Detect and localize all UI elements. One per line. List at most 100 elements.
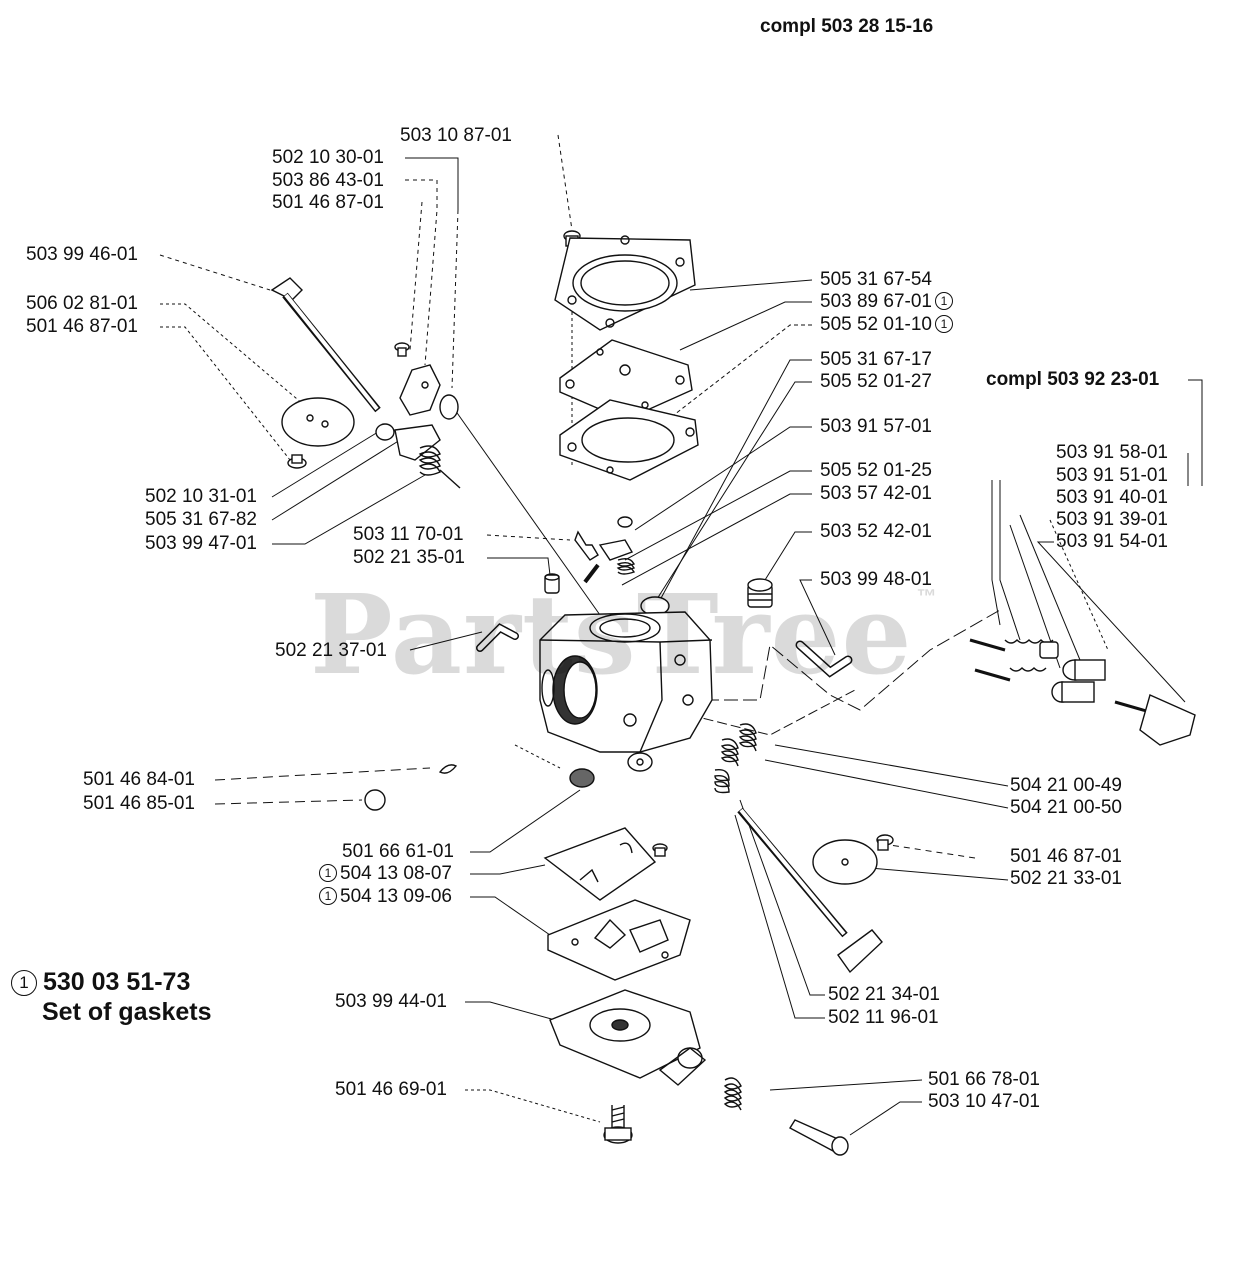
leader-503-57-42-01 xyxy=(621,493,812,586)
part-label-504-21-00-50: 504 21 00-50 xyxy=(1010,797,1122,818)
part-label-501-66-61-01: 501 66 61-01 xyxy=(342,841,454,862)
part-label-505-31-67-54: 505 31 67-54 xyxy=(820,269,932,290)
part-label-502-21-34-01: 502 21 34-01 xyxy=(828,984,940,1005)
leader-502-10-30-01-b xyxy=(451,209,459,389)
adjust-line-2 xyxy=(689,689,856,736)
part-label-503-10-47-01: 503 10 47-01 xyxy=(928,1091,1040,1112)
part-label-506-02-81-01: 506 02 81-01 xyxy=(26,293,138,314)
carburetor-body xyxy=(539,611,713,753)
part-label-502-10-31-01: 502 10 31-01 xyxy=(145,486,257,507)
leader-501-46-84-01-b xyxy=(514,744,561,769)
part-label-501-46-87-01-left: 501 46 87-01 xyxy=(26,316,138,337)
screw-501-46-87-01-right xyxy=(876,834,894,851)
leader-501-66-61-01 xyxy=(470,789,581,853)
part-label-502-21-37-01: 502 21 37-01 xyxy=(275,640,387,661)
part-label-503-91-39-01: 503 91 39-01 xyxy=(1056,509,1168,530)
compl-503-92-23-01-bracket xyxy=(1188,379,1203,486)
gasket-set-marker: 1 xyxy=(11,970,37,996)
leader-505-52-01-27 xyxy=(649,381,812,611)
leader-501-46-87-01-left xyxy=(160,326,291,461)
leader-501-66-78-01 xyxy=(769,1079,923,1091)
leader-502-10-31-01 xyxy=(271,431,379,498)
metering-diaphragm xyxy=(547,899,691,981)
leader-505-31-67-17 xyxy=(659,359,812,601)
gasket-set-marker: 1 xyxy=(319,864,337,882)
part-label-503-99-48-01: 503 99 48-01 xyxy=(820,569,932,590)
leader-502-10-30-01 xyxy=(405,157,459,210)
pump-cover xyxy=(554,235,696,331)
pump-gasket xyxy=(559,399,699,481)
leader-505-52-01-10 xyxy=(669,324,812,419)
part-label-503-91-57-01: 503 91 57-01 xyxy=(820,416,932,437)
part-label-503-11-70-01: 503 11 70-01 xyxy=(353,524,464,545)
part-label-505-31-67-82: 505 31 67-82 xyxy=(145,509,257,530)
leader-505-52-01-25 xyxy=(624,470,812,561)
leader-501-46-87-01-right xyxy=(889,844,976,859)
leader-502-21-35-01 xyxy=(487,557,551,576)
leader-501-46-69-01 xyxy=(465,1089,601,1123)
part-label-505-52-01-27: 505 52 01-27 xyxy=(820,371,932,392)
part-label-501-46-87-01-top: 501 46 87-01 xyxy=(272,192,384,213)
part-label-503-99-46-01: 503 99 46-01 xyxy=(26,244,138,265)
leader-504-21-00-49 xyxy=(774,744,1009,787)
spring-503-99-47-01 xyxy=(418,445,461,489)
leader-503-91-40-01 xyxy=(1019,514,1081,661)
part-label-503-99-47-01: 503 99 47-01 xyxy=(145,533,257,554)
part-label-502-11-96-01: 502 11 96-01 xyxy=(828,1007,939,1028)
part-number-505-52-01-10: 505 52 01-10 xyxy=(820,314,932,335)
part-label-503-52-42-01: 503 52 42-01 xyxy=(820,521,932,542)
part-label-501-46-87-01-right: 501 46 87-01 xyxy=(1010,846,1122,867)
part-label-503-99-44-01: 503 99 44-01 xyxy=(335,991,447,1012)
springs-504-21-00 xyxy=(720,723,757,767)
leader-503-91-58-01-b xyxy=(999,480,1021,641)
leader-504-13-08-07 xyxy=(470,864,546,875)
part-label-505-52-01-25: 505 52 01-25 xyxy=(820,460,932,481)
part-label-501-66-78-01: 501 66 78-01 xyxy=(928,1069,1040,1090)
leader-503-99-47-01 xyxy=(272,474,426,545)
leader-505-31-67-54 xyxy=(689,279,813,291)
leader-502-21-37-01 xyxy=(409,631,483,651)
pin-502-21-37-01 xyxy=(476,623,519,652)
parts xyxy=(270,230,1196,1156)
gasket-set-marker: 1 xyxy=(319,887,337,905)
part-label-501-46-85-01: 501 46 85-01 xyxy=(83,793,195,814)
assembly-label-503-92-23-01: compl 503 92 23-01 xyxy=(986,369,1160,390)
metering-gasket xyxy=(543,827,657,901)
hose-503-99-48-01 xyxy=(795,640,853,678)
filter-screen-501-66-61-01 xyxy=(569,768,595,788)
leader-504-21-00-50 xyxy=(764,759,1009,809)
part-label-503-91-40-01: 503 91 40-01 xyxy=(1056,487,1168,508)
washer xyxy=(627,752,668,857)
part-label-503-91-54-01: 503 91 54-01 xyxy=(1056,531,1168,552)
leader-503-10-87-01 xyxy=(557,134,573,231)
part-number-504-13-08-07: 504 13 08-07 xyxy=(340,863,452,884)
leader-503-52-42-01 xyxy=(764,531,812,581)
adjust-line xyxy=(705,609,1001,711)
leader-503-86-43-01 xyxy=(405,179,438,366)
leader-503-99-48-01 xyxy=(799,579,836,656)
throttle-lever xyxy=(375,342,461,489)
part-number-503-89-67-01: 503 89 67-01 xyxy=(820,291,932,312)
screw-503-10-47-01 xyxy=(789,1119,849,1156)
leader-502-11-96-01 xyxy=(734,814,825,1019)
part-label-502-21-35-01: 502 21 35-01 xyxy=(353,547,465,568)
leader-503-10-47-01 xyxy=(849,1101,922,1136)
leader-503-99-44-01 xyxy=(465,1001,556,1021)
spring-501-46-84-01 xyxy=(438,764,458,774)
leader-502-21-34-01 xyxy=(739,799,825,996)
leader-505-31-67-82 xyxy=(271,439,401,521)
choke-assembly xyxy=(714,769,894,974)
spring-501-66-78-01 xyxy=(723,1077,742,1111)
needle-valve-assembly xyxy=(544,516,635,594)
leader-503-99-46-01 xyxy=(159,254,271,291)
leader-503-89-67-01 xyxy=(679,301,812,351)
assembly-label: compl 503 28 15-16 xyxy=(760,16,934,37)
part-label-503-91-51-01: 503 91 51-01 xyxy=(1056,465,1168,486)
leader-501-46-87-01-top xyxy=(409,201,423,351)
leader-link-to-body xyxy=(454,409,601,616)
part-label-501-46-84-01: 501 46 84-01 xyxy=(83,769,195,790)
